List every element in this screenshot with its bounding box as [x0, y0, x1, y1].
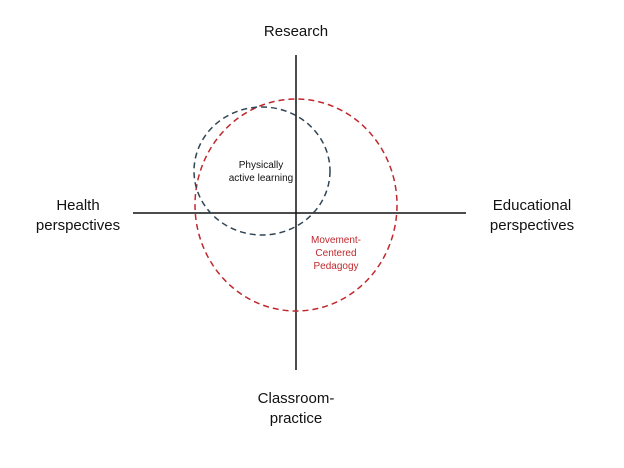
- movement-centered-pedagogy-label: Movement- Centered Pedagogy: [296, 234, 376, 273]
- health-perspectives-line-2: perspectives: [35, 217, 121, 234]
- classroom-practice-line-1: Classroom-: [257, 390, 335, 407]
- educational-perspectives-label: Educational perspectives: [474, 196, 590, 236]
- health-perspectives-line-1: Health: [56, 197, 100, 214]
- classroom-practice-line-2: practice: [269, 410, 323, 427]
- physically-active-learning-label: Physically active learning: [211, 159, 311, 185]
- classroom-practice-label: Classroom- practice: [236, 389, 356, 429]
- movement-centered-pedagogy-line-3: Pedagogy: [313, 261, 359, 272]
- educational-perspectives-line-1: Educational: [492, 197, 572, 214]
- movement-centered-pedagogy-line-1: Movement-: [310, 235, 361, 246]
- physically-active-learning-circle: [193, 106, 331, 236]
- research-label: Research: [263, 23, 329, 40]
- physically-active-learning-line-1: Physically: [238, 160, 284, 171]
- educational-perspectives-line-2: perspectives: [489, 217, 575, 234]
- physically-active-learning-line-2: active learning: [228, 173, 294, 184]
- health-perspectives-label: Health perspectives: [28, 196, 128, 236]
- movement-centered-pedagogy-line-2: Centered: [315, 248, 357, 259]
- movement-centered-pedagogy-circle: [194, 98, 398, 312]
